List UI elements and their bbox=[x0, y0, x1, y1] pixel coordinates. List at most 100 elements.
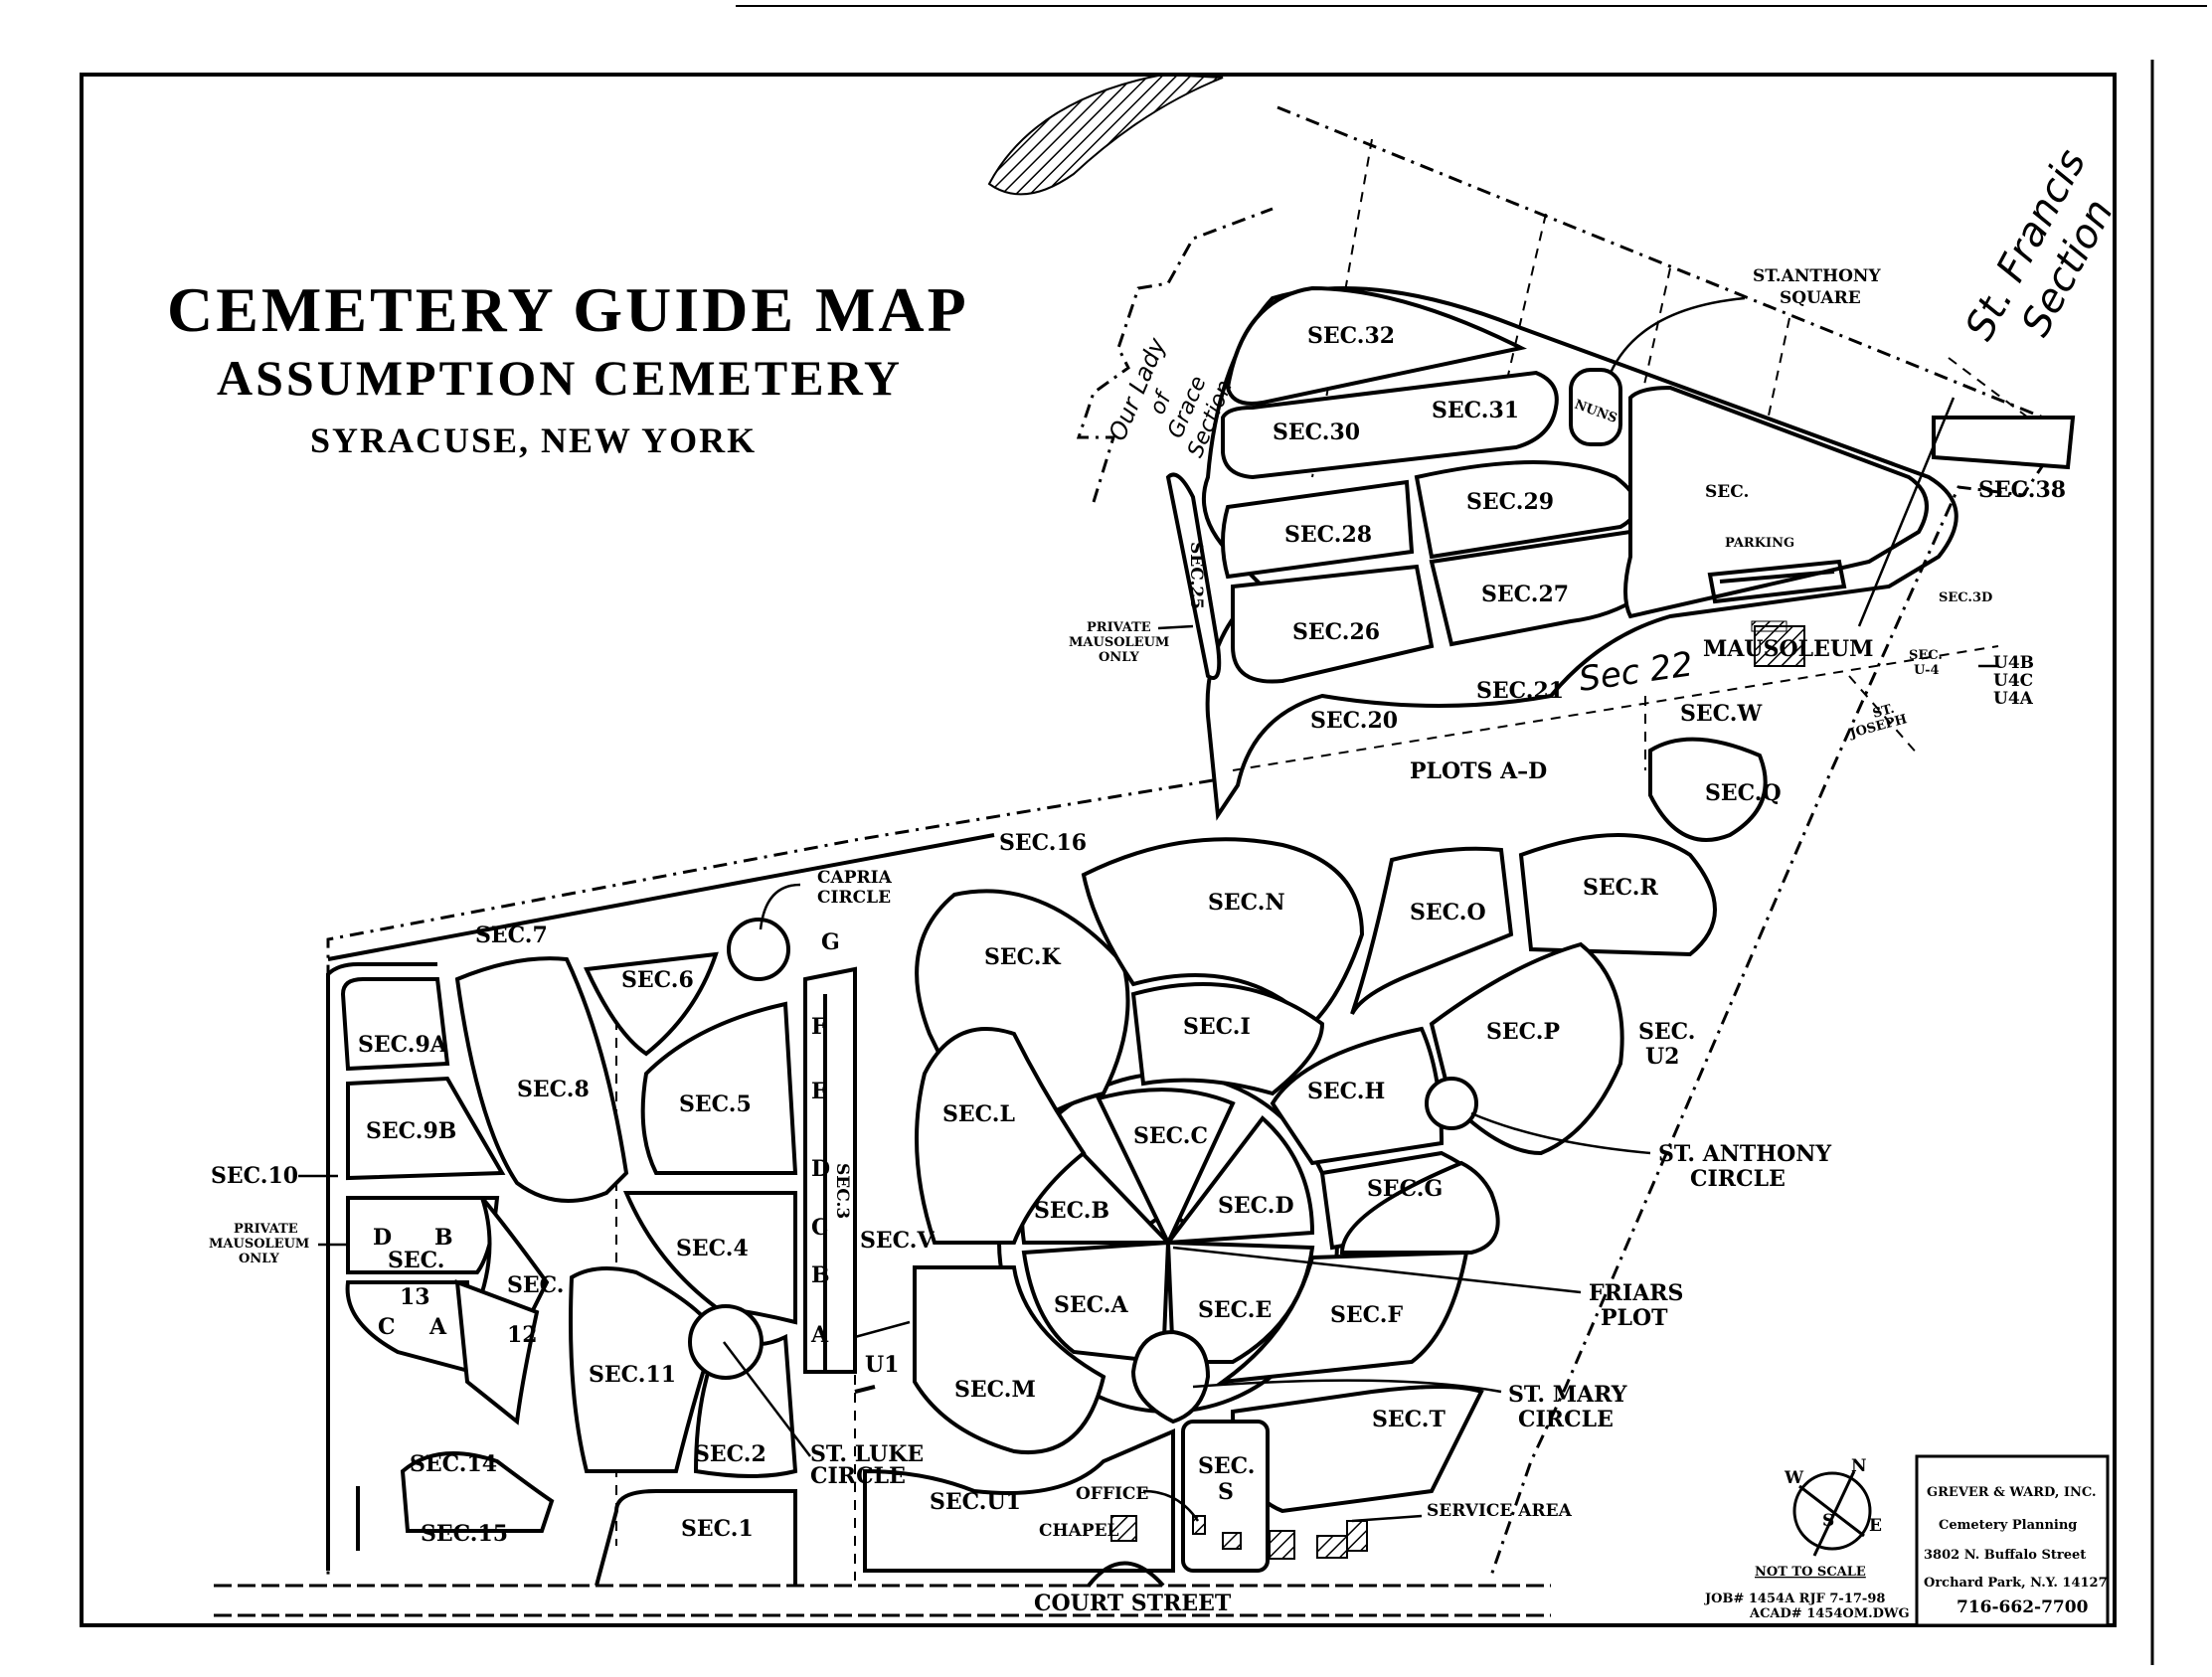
private-mausoleum-1c: ONLY bbox=[1099, 650, 1140, 665]
sec-14-label: SEC.14 bbox=[410, 1451, 497, 1477]
col-letter-b: B bbox=[811, 1262, 830, 1288]
parking-label: PARKING bbox=[1725, 536, 1794, 551]
sec-25-label: SEC.25 bbox=[1186, 542, 1206, 609]
sec-n-label: SEC.N bbox=[1208, 890, 1285, 916]
section-labels: SEC.32 SEC.31 SEC.30 SEC.29 SEC.28 SEC.2… bbox=[211, 323, 2066, 1547]
leader-st-anthony-circle bbox=[1470, 1111, 1651, 1155]
sec-a-label: SEC.A bbox=[1054, 1292, 1128, 1318]
leader-capria bbox=[759, 883, 801, 930]
sec-5-label: SEC.5 bbox=[679, 1091, 752, 1117]
road-network bbox=[326, 285, 2076, 1588]
col-letter-g: G bbox=[821, 929, 840, 955]
capria-circle-1: CAPRIA bbox=[817, 868, 893, 888]
credits-line-3: 3802 N. Buffalo Street bbox=[1924, 1548, 2086, 1563]
place-labels: ST.ANTHONY SQUARE CAPRIA CIRCLE ST. ANTH… bbox=[209, 266, 1881, 1616]
sec-31-label: SEC.31 bbox=[1432, 398, 1519, 423]
compass-e: E bbox=[1869, 1516, 1882, 1536]
sec-h-label: SEC.H bbox=[1307, 1079, 1385, 1104]
chapel-label: CHAPEL bbox=[1039, 1521, 1119, 1541]
sec-u1-label: SEC.U1 bbox=[930, 1489, 1021, 1515]
compass-s: S bbox=[1822, 1511, 1834, 1531]
sec-u4-label-1: SEC. bbox=[1909, 648, 1943, 663]
sec-6-label: SEC.6 bbox=[621, 967, 694, 993]
chapel-building bbox=[1110, 1515, 1137, 1542]
friars-plot-2: PLOT bbox=[1601, 1305, 1668, 1331]
sec-8-label: SEC.8 bbox=[517, 1077, 590, 1102]
mausoleum-label: MAUSOLEUM bbox=[1703, 636, 1873, 662]
credits-line-2: Cemetery Planning bbox=[1939, 1518, 2077, 1533]
sec-c-label: SEC.C bbox=[1133, 1123, 1208, 1149]
st-anthony-circle-1: ST. ANTHONY bbox=[1658, 1141, 1831, 1167]
sec-q-label: SEC.Q bbox=[1705, 780, 1782, 806]
col-letter-d: D bbox=[811, 1156, 830, 1182]
sec-38-label: SEC.38 bbox=[1978, 477, 2066, 503]
sec-k-label: SEC.K bbox=[984, 944, 1061, 970]
col-letter-a: A bbox=[810, 1322, 829, 1348]
plots-a-d-label: PLOTS A–D bbox=[1410, 758, 1547, 784]
sec-v-label: SEC.V bbox=[860, 1228, 935, 1254]
leader-friars bbox=[1172, 1246, 1582, 1294]
job-info-1: JOB# 1454A RJF 7-17-98 bbox=[1704, 1592, 1885, 1606]
st-anthony-circle-2: CIRCLE bbox=[1690, 1166, 1786, 1192]
office-label: OFFICE bbox=[1076, 1484, 1148, 1504]
st-anthony-square-1: ST.ANTHONY bbox=[1753, 266, 1881, 286]
sec-2-label: SEC.2 bbox=[694, 1441, 766, 1467]
sec-s-label-1: SEC. bbox=[1198, 1453, 1255, 1479]
sec-g-label: SEC.G bbox=[1367, 1176, 1443, 1202]
capria-circle-2: CIRCLE bbox=[817, 888, 891, 908]
sec-30-label: SEC.30 bbox=[1273, 419, 1360, 445]
service-bldg-4 bbox=[1346, 1520, 1368, 1552]
sec-3d-label: SEC.3D bbox=[1939, 590, 1992, 605]
sec-11-label: SEC.11 bbox=[589, 1362, 676, 1388]
sec-27-label: SEC.27 bbox=[1481, 582, 1569, 607]
leader-st-francis bbox=[1857, 397, 1956, 627]
sec-9a-label: SEC.9A bbox=[358, 1032, 448, 1058]
st-luke-circle-1: ST. LUKE bbox=[810, 1441, 924, 1467]
compass-n: N bbox=[1851, 1456, 1867, 1476]
st-mary-circle-2: CIRCLE bbox=[1518, 1407, 1614, 1432]
sec-l-label: SEC.L bbox=[942, 1101, 1015, 1127]
not-to-scale: NOT TO SCALE bbox=[1755, 1565, 1866, 1580]
col-letter-c: C bbox=[811, 1215, 829, 1241]
leader-st-mary bbox=[1192, 1379, 1502, 1394]
leader-st-anthony-square bbox=[1609, 296, 1746, 374]
leader-private-1 bbox=[1157, 624, 1194, 630]
private-mausoleum-2b: MAUSOLEUM bbox=[209, 1237, 309, 1252]
sec-7-label: SEC.7 bbox=[475, 922, 548, 948]
service-bldg-2 bbox=[1269, 1530, 1295, 1560]
sec-u2-label-2: U2 bbox=[1645, 1044, 1680, 1070]
sec-15-label: SEC.15 bbox=[421, 1521, 508, 1547]
mausoleum-building bbox=[1754, 625, 1805, 667]
sec13-letter-b: B bbox=[434, 1225, 453, 1251]
office-building bbox=[1192, 1515, 1206, 1535]
leader-office bbox=[1142, 1489, 1200, 1522]
sec-s-label-2: S bbox=[1218, 1479, 1234, 1505]
sec-4-label: SEC.4 bbox=[676, 1236, 749, 1261]
private-mausoleum-2c: ONLY bbox=[239, 1252, 280, 1266]
leader-st-luke bbox=[723, 1341, 811, 1457]
sec-16-label: SEC.16 bbox=[999, 830, 1087, 856]
service-bldg-1 bbox=[1222, 1532, 1242, 1550]
st-luke-circle-2: CIRCLE bbox=[810, 1463, 906, 1489]
sec-1-label: SEC.1 bbox=[681, 1516, 754, 1542]
sec-d-label: SEC.D bbox=[1218, 1193, 1294, 1219]
service-area-label: SERVICE AREA bbox=[1427, 1501, 1573, 1521]
st-mary-circle-1: ST. MARY bbox=[1508, 1382, 1627, 1408]
st-joseph-label-1: ST. bbox=[1871, 702, 1896, 722]
col-letter-e: E bbox=[811, 1079, 828, 1104]
sec-m-label: SEC.M bbox=[954, 1377, 1036, 1403]
sec-p-label: SEC.P bbox=[1486, 1019, 1560, 1045]
sec-partial-label: SEC. bbox=[1705, 482, 1749, 502]
sec-b-label: SEC.B bbox=[1034, 1198, 1109, 1224]
sec13-letter-d: D bbox=[373, 1225, 392, 1251]
service-bldg-3 bbox=[1316, 1535, 1348, 1559]
u1-label: U1 bbox=[865, 1352, 900, 1378]
compass-w: W bbox=[1784, 1468, 1804, 1488]
sec-t-label: SEC.T bbox=[1372, 1407, 1446, 1432]
credits-box: GREVER & WARD, INC. Cemetery Planning 38… bbox=[1915, 1454, 2110, 1627]
leader-u1 bbox=[854, 1320, 911, 1339]
sec-29-label: SEC.29 bbox=[1466, 489, 1554, 515]
map-title-line1: CEMETERY GUIDE MAP bbox=[167, 274, 969, 345]
private-mausoleum-2a: PRIVATE bbox=[234, 1222, 298, 1237]
compass-rose: N W E S NOT TO SCALE bbox=[1755, 1456, 1882, 1580]
